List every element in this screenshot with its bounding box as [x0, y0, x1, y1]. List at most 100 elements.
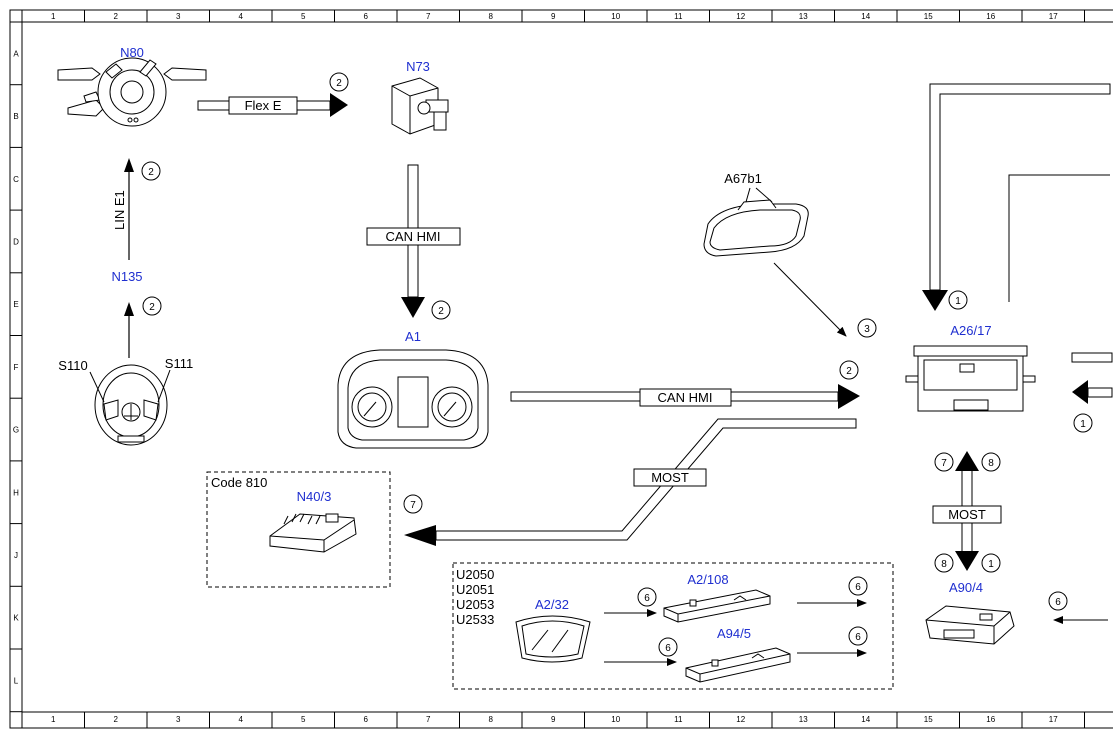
- column-label: 7: [426, 12, 431, 21]
- column-label: 12: [736, 715, 745, 724]
- flex-e-arrow: [197, 93, 348, 117]
- steering-wheel-icon: [89, 364, 171, 446]
- lin-e1-label: LIN E1: [112, 190, 127, 230]
- column-label: 17: [1049, 12, 1058, 21]
- column-label: 5: [301, 12, 306, 21]
- svg-text:8: 8: [988, 458, 994, 469]
- svg-text:2: 2: [149, 302, 155, 313]
- circle-marker: 7: [934, 452, 954, 472]
- svg-text:3: 3: [864, 324, 870, 335]
- column-label: 11: [674, 12, 683, 21]
- lin-e1-arrow: [124, 158, 134, 260]
- circle-marker: 6: [658, 637, 678, 657]
- svg-text:6: 6: [855, 632, 861, 643]
- column-label: 4: [239, 715, 244, 724]
- can-hmi-horizontal-arrow: [510, 384, 860, 409]
- row-label: L: [14, 676, 19, 685]
- code-810-label: Code 810: [211, 475, 267, 490]
- column-label: 4: [239, 12, 244, 21]
- circle-marker: 6: [637, 587, 657, 607]
- circle-marker: 6: [1048, 591, 1068, 611]
- n40-3-part-icon: [269, 513, 357, 553]
- flex-e-label: Flex E: [245, 98, 282, 113]
- a1-label: A1: [405, 329, 421, 344]
- circle-marker: 1: [981, 553, 1001, 573]
- svg-text:1: 1: [988, 559, 994, 570]
- circle-marker: 6: [848, 626, 868, 646]
- right-bus-stub: [1071, 352, 1113, 363]
- svg-text:7: 7: [941, 458, 947, 469]
- svg-text:6: 6: [665, 643, 671, 654]
- can-hmi-vertical-label: CAN HMI: [386, 229, 441, 244]
- svg-text:8: 8: [941, 559, 947, 570]
- a94-5-label: A94/5: [717, 626, 751, 641]
- a67b1-label: A67b1: [724, 171, 762, 186]
- circle-marker: 1: [948, 290, 968, 310]
- column-label: 6: [364, 715, 369, 724]
- column-label: 13: [799, 715, 808, 724]
- column-label: 7: [426, 715, 431, 724]
- can-hmi-horizontal-label: CAN HMI: [658, 390, 713, 405]
- row-label: H: [13, 488, 19, 497]
- circle-marker: 8: [934, 553, 954, 573]
- code-item: U2051: [456, 582, 494, 597]
- code-item: U2053: [456, 597, 494, 612]
- svg-text:1: 1: [955, 296, 961, 307]
- row-label: K: [13, 614, 19, 623]
- s110-arrow: [124, 302, 134, 358]
- column-label: 8: [489, 715, 494, 724]
- a67b1-arrow: [773, 262, 847, 337]
- code-item: U2050: [456, 567, 494, 582]
- n73-label: N73: [406, 59, 430, 74]
- column-label: 14: [861, 12, 870, 21]
- column-label: 13: [799, 12, 808, 21]
- row-label: F: [14, 363, 19, 372]
- svg-text:2: 2: [846, 366, 852, 377]
- a26-17-input-lines: [922, 83, 1111, 311]
- column-label: 17: [1049, 715, 1058, 724]
- drawing-frame: [9, 9, 1113, 729]
- svg-text:2: 2: [148, 167, 154, 178]
- circle-marker: 6: [848, 576, 868, 596]
- s111-label: S111: [165, 356, 193, 371]
- column-label: 9: [551, 12, 556, 21]
- a26-17-part-icon: [905, 345, 1036, 412]
- svg-text:2: 2: [336, 78, 342, 89]
- a67b1-part-icon: [703, 187, 809, 257]
- circle-marker: 2: [141, 161, 161, 181]
- n135-label: N135: [111, 269, 142, 284]
- svg-text:6: 6: [644, 593, 650, 604]
- code-item: U2533: [456, 612, 494, 627]
- svg-text:7: 7: [410, 500, 416, 511]
- column-label: 15: [924, 12, 933, 21]
- most-left-arrow: [404, 418, 857, 546]
- svg-text:2: 2: [438, 306, 444, 317]
- circle-marker: 2: [839, 360, 859, 380]
- column-label: 9: [551, 715, 556, 724]
- circle-marker: 8: [981, 452, 1001, 472]
- row-label: E: [13, 300, 18, 309]
- column-label: 15: [924, 715, 933, 724]
- column-label: 10: [611, 12, 620, 21]
- most-right-arrow: [932, 451, 1002, 571]
- grid-ticks: 1122334455667788991010111112121313141415…: [10, 10, 1085, 728]
- most-right-label: MOST: [948, 507, 986, 522]
- a90-4-part-icon: [925, 605, 1015, 645]
- column-label: 14: [861, 715, 870, 724]
- column-label: 16: [986, 12, 995, 21]
- a2-108-label: A2/108: [687, 572, 728, 587]
- most-left-label: MOST: [651, 470, 689, 485]
- n40-3-label: N40/3: [297, 489, 332, 504]
- options-box: [452, 562, 894, 690]
- row-label: C: [13, 175, 19, 184]
- n80-part-icon: [57, 57, 207, 127]
- circle-marker: 7: [403, 494, 423, 514]
- row-label: G: [13, 426, 19, 435]
- svg-text:1: 1: [1080, 419, 1086, 430]
- n73-part-icon: [391, 77, 449, 135]
- circle-marker: 2: [142, 296, 162, 316]
- code-810-box: [206, 471, 391, 588]
- row-label: D: [13, 237, 19, 246]
